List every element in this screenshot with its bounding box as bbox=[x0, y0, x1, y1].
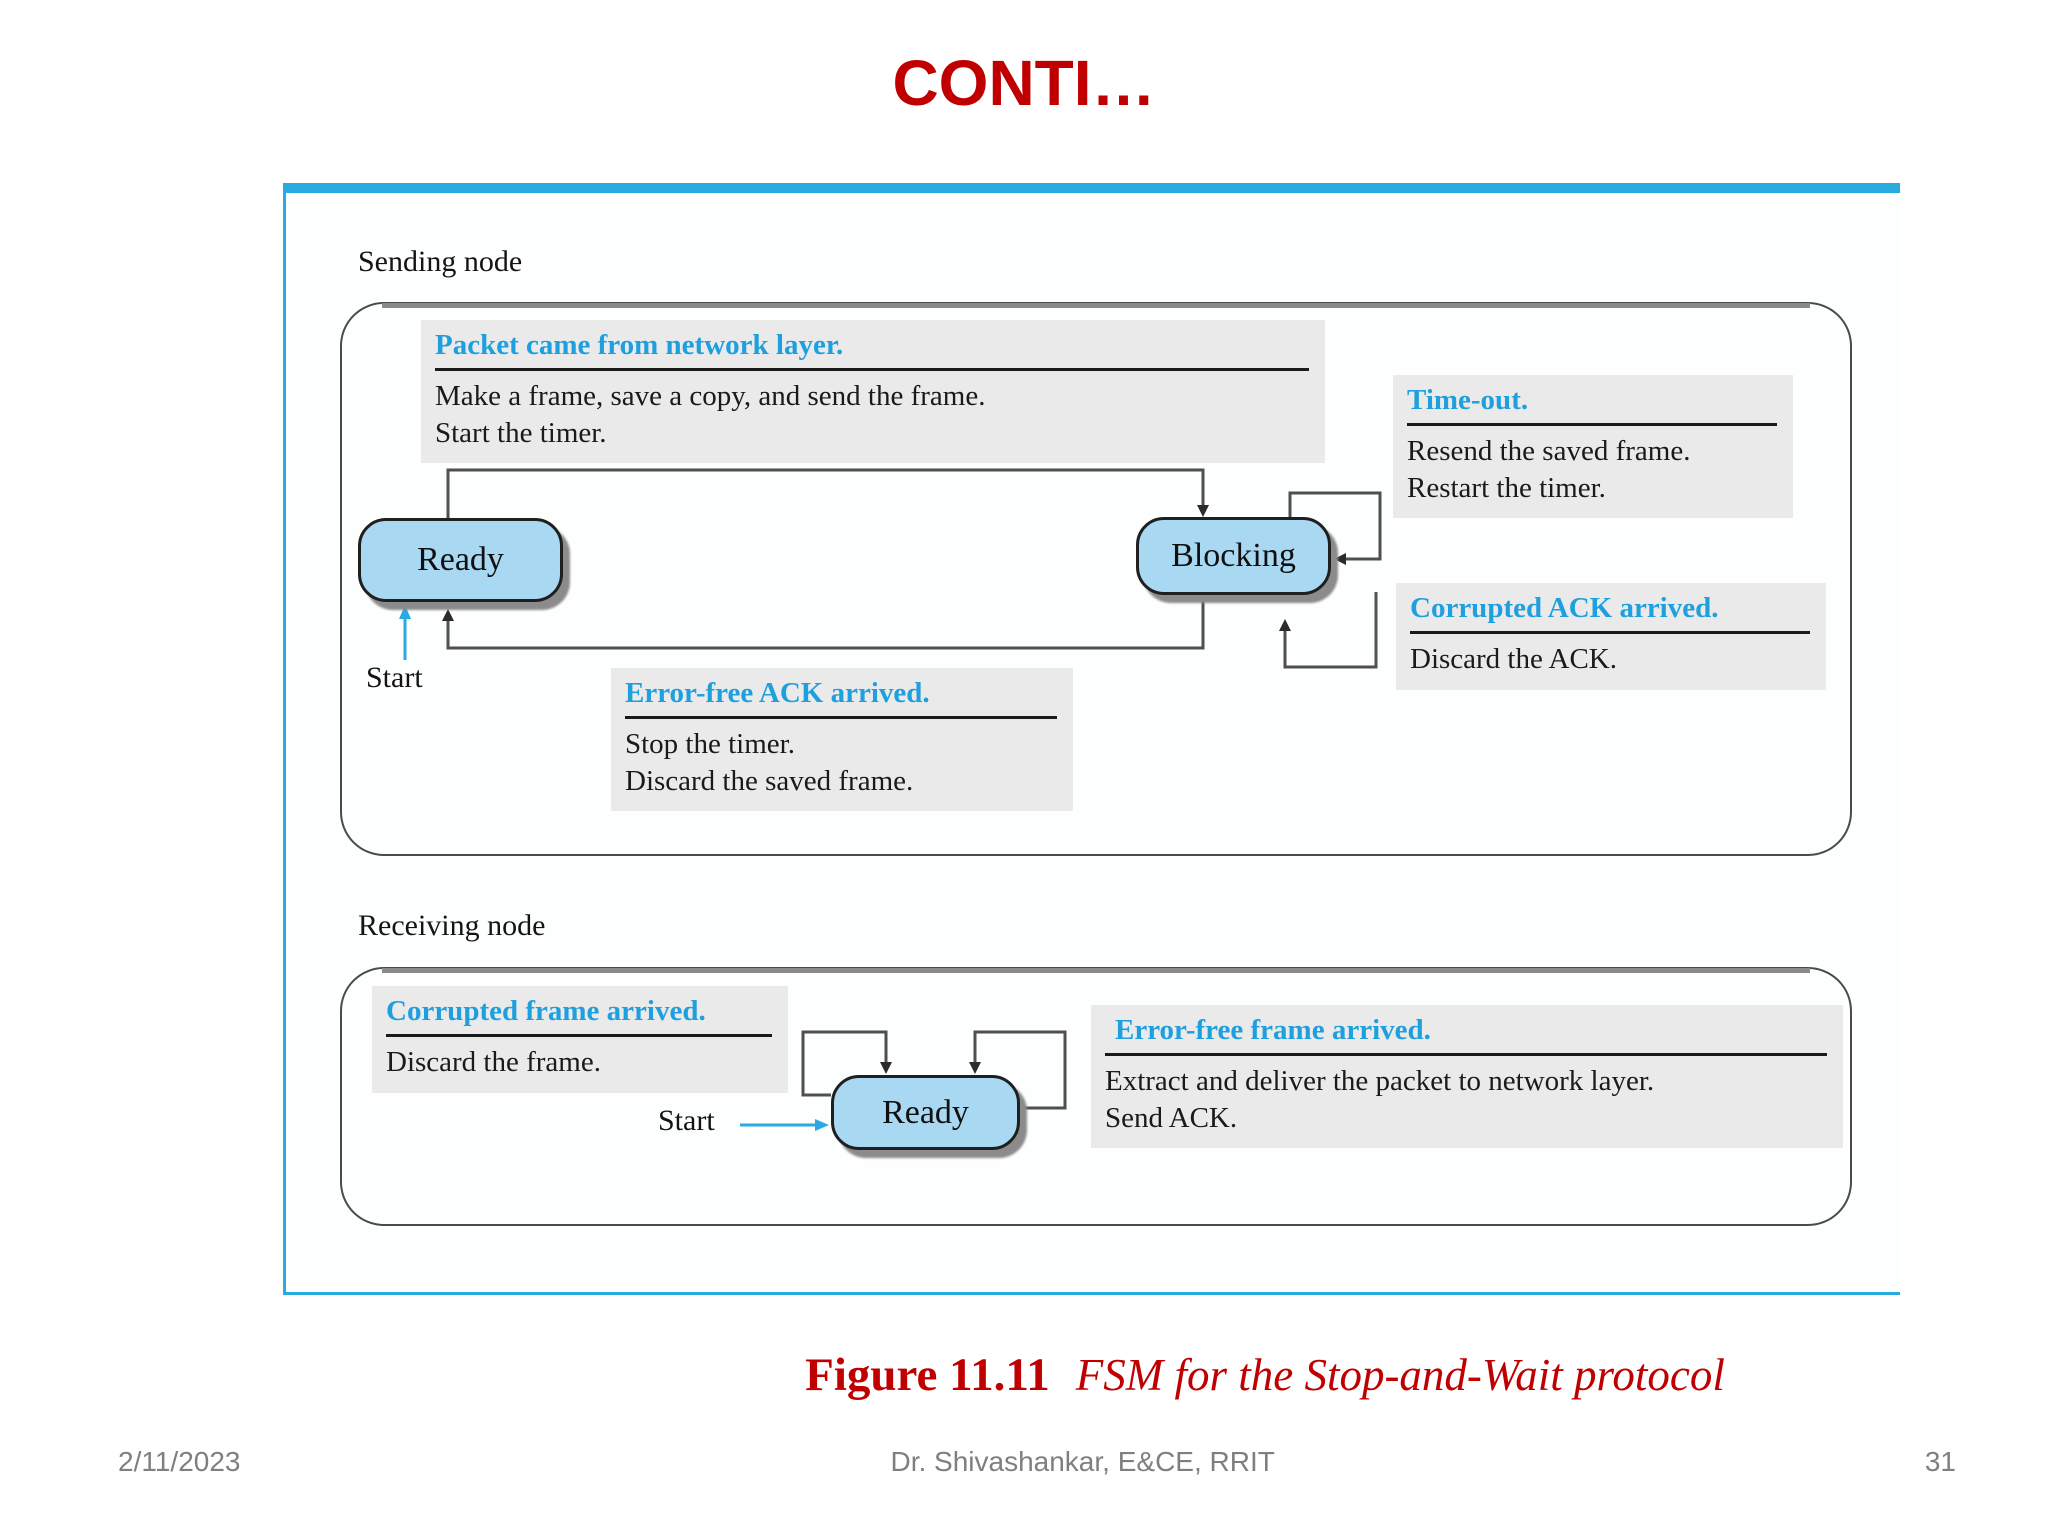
event-action: Resend the saved frame. bbox=[1407, 435, 1691, 468]
state-ready-sending: Ready bbox=[358, 518, 563, 602]
transition-ready-to-blocking bbox=[446, 468, 1205, 518]
event-action: Start the timer. bbox=[435, 416, 607, 449]
event-rule bbox=[1105, 1053, 1827, 1057]
event-action: Restart the timer. bbox=[1407, 471, 1606, 504]
sending-node-label: Sending node bbox=[358, 245, 523, 278]
event-packet-from-network-layer: Packet came from network layer. Make a f… bbox=[421, 320, 1325, 463]
transition-blocking-to-ready bbox=[446, 595, 1205, 650]
event-rule bbox=[625, 716, 1057, 720]
footer-page-number: 31 bbox=[1924, 1446, 1956, 1477]
event-action: Discard the saved frame. bbox=[625, 764, 914, 797]
receiving-node-frame bbox=[340, 967, 1852, 1226]
selfloop-timeout bbox=[1288, 491, 1382, 561]
arrowhead-right-icon bbox=[815, 1119, 829, 1131]
panel-top-accent-bar bbox=[286, 183, 1900, 193]
figure-caption: Figure 11.11 FSM for the Stop-and-Wait pr… bbox=[550, 1348, 1980, 1402]
event-action: Stop the timer. bbox=[625, 728, 795, 761]
footer-author: Dr. Shivashankar, E&CE, RRIT bbox=[890, 1446, 1275, 1477]
event-action: Make a frame, save a copy, and send the … bbox=[435, 380, 986, 413]
arrowhead-down-icon bbox=[1197, 505, 1209, 517]
arrowhead-left-icon bbox=[1334, 553, 1346, 565]
arrowhead-down-icon bbox=[880, 1062, 892, 1074]
event-header: Error-free frame arrived. bbox=[1115, 1014, 1431, 1046]
arrowhead-up-icon bbox=[399, 605, 411, 619]
slide-footer: 2/11/2023 Dr. Shivashankar, E&CE, RRIT 3… bbox=[0, 1446, 2048, 1478]
receiving-node-label: Receiving node bbox=[358, 909, 546, 942]
event-corrupted-ack: Corrupted ACK arrived. Discard the ACK. bbox=[1396, 583, 1826, 690]
event-header: Error-free ACK arrived. bbox=[625, 677, 930, 709]
event-rule bbox=[386, 1034, 772, 1038]
event-action: Extract and deliver the packet to networ… bbox=[1105, 1065, 1655, 1098]
event-action: Discard the frame. bbox=[386, 1046, 601, 1079]
figure-panel: Sending node Packet came from network la… bbox=[283, 183, 1900, 1295]
event-rule bbox=[435, 368, 1309, 372]
event-error-free-frame: Error-free frame arrived. Extract and de… bbox=[1091, 1005, 1843, 1148]
arrowhead-up-icon bbox=[1279, 619, 1291, 631]
start-label-sending: Start bbox=[366, 661, 423, 694]
event-header: Corrupted ACK arrived. bbox=[1410, 592, 1719, 624]
selfloop-corrupted-ack bbox=[1283, 592, 1378, 669]
arrowhead-down-icon bbox=[969, 1062, 981, 1074]
event-header: Packet came from network layer. bbox=[435, 329, 844, 361]
event-action: Send ACK. bbox=[1105, 1101, 1238, 1134]
selfloop-corrupted-frame bbox=[801, 1030, 888, 1097]
selfloop-error-free-frame bbox=[973, 1030, 1067, 1110]
figure-caption-text: FSM for the Stop-and-Wait protocol bbox=[1075, 1350, 1725, 1400]
event-corrupted-frame: Corrupted frame arrived. Discard the fra… bbox=[372, 986, 788, 1093]
event-action: Discard the ACK. bbox=[1410, 643, 1617, 676]
fsm-connector-lines bbox=[399, 468, 1382, 1131]
event-header: Corrupted frame arrived. bbox=[386, 995, 706, 1027]
sending-node-frame bbox=[340, 302, 1852, 856]
event-timeout: Time-out. Resend the saved frame. Restar… bbox=[1393, 375, 1793, 518]
state-ready-receiving: Ready bbox=[831, 1075, 1020, 1150]
event-rule bbox=[1407, 423, 1777, 427]
event-error-free-ack: Error-free ACK arrived. Stop the timer. … bbox=[611, 668, 1073, 811]
start-label-receiving: Start bbox=[658, 1104, 715, 1137]
event-rule bbox=[1410, 631, 1810, 635]
state-blocking: Blocking bbox=[1136, 517, 1331, 595]
arrowhead-up-icon bbox=[442, 609, 454, 621]
event-header: Time-out. bbox=[1407, 384, 1529, 416]
page-title: CONTI… bbox=[892, 47, 1156, 119]
figure-number: Figure 11.11 bbox=[805, 1349, 1050, 1401]
footer-date: 2/11/2023 bbox=[118, 1446, 241, 1477]
